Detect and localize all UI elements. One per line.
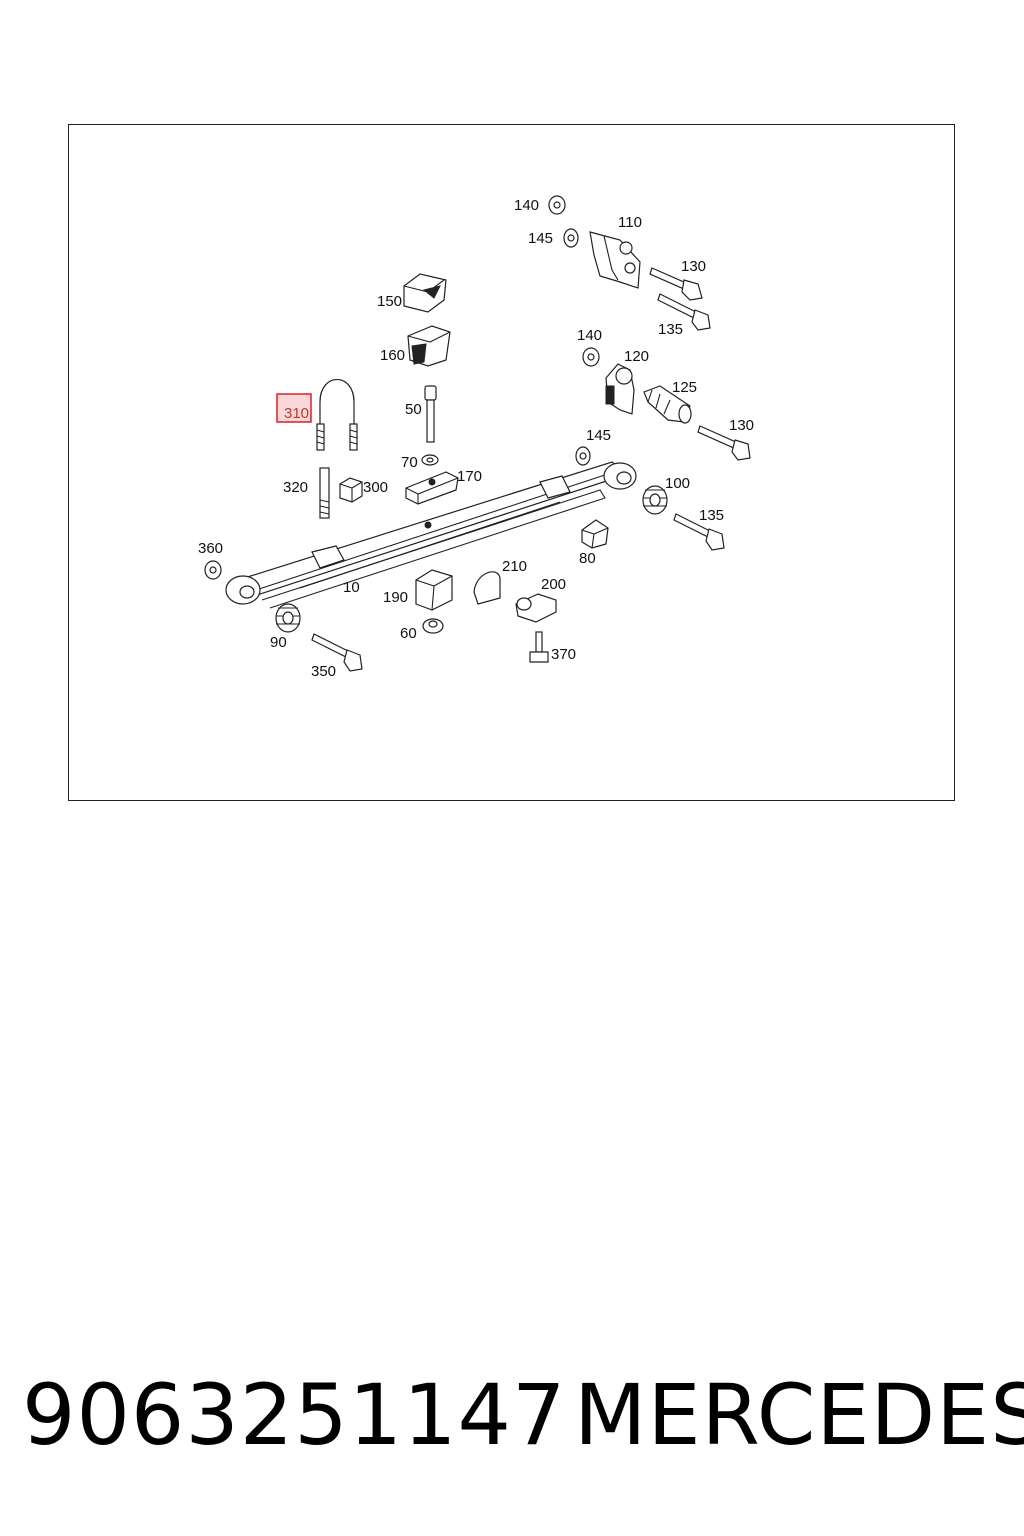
- callout-135-top: 135: [658, 321, 683, 338]
- callout-320: 320: [283, 479, 308, 496]
- part-number: 9063251147: [22, 1366, 567, 1464]
- callout-350: 350: [311, 663, 336, 680]
- diagram-frame: [68, 124, 955, 801]
- bushing-90: [275, 603, 301, 633]
- bolt-50: [424, 385, 437, 443]
- washer-145-top: [563, 228, 579, 248]
- brand-name: MERCEDES: [574, 1366, 1024, 1464]
- stud-320: [319, 467, 330, 519]
- callout-120: 120: [624, 348, 649, 365]
- washer-140-mid: [582, 347, 600, 367]
- block-190: [415, 569, 453, 611]
- washer-145-mid: [575, 446, 591, 466]
- clamp-200: [515, 593, 557, 623]
- callout-60: 60: [400, 625, 417, 642]
- callout-140-top: 140: [514, 197, 539, 214]
- nut-60: [422, 618, 444, 634]
- callout-100: 100: [665, 475, 690, 492]
- callout-130-top: 130: [681, 258, 706, 275]
- bump-stop-150: [403, 273, 447, 313]
- bolt-130-mid: [697, 425, 751, 461]
- washer-360: [204, 560, 222, 580]
- callout-170: 170: [457, 468, 482, 485]
- bushing-100: [642, 485, 668, 515]
- callout-50: 50: [405, 401, 422, 418]
- washer-70: [421, 454, 439, 466]
- shackle-120: [605, 363, 635, 415]
- callout-70: 70: [401, 454, 418, 471]
- highlight-box-310: [276, 393, 312, 423]
- washer-140-top: [548, 195, 566, 215]
- leaf-spring: [225, 461, 637, 609]
- parts-diagram: 140 145 110 130 135 150 160 50 310 320 3…: [198, 195, 754, 680]
- bolt-135-top: [657, 293, 711, 331]
- bolt-130-top: [649, 267, 703, 301]
- callout-200: 200: [541, 576, 566, 593]
- callout-90: 90: [270, 634, 287, 651]
- callout-labels: 140 145 110 130 135 150 160 50 310 320 3…: [198, 197, 754, 680]
- callout-125: 125: [672, 379, 697, 396]
- plate-170: [405, 471, 459, 505]
- clip-80: [581, 519, 609, 549]
- bracket-210: [473, 571, 501, 605]
- callout-130-mid: 130: [729, 417, 754, 434]
- callout-210: 210: [502, 558, 527, 575]
- callout-160: 160: [380, 347, 405, 364]
- callout-140-mid: 140: [577, 327, 602, 344]
- callout-190: 190: [383, 589, 408, 606]
- callout-300: 300: [363, 479, 388, 496]
- callout-145-top: 145: [528, 230, 553, 247]
- bolt-135-mid: [673, 513, 725, 551]
- front-hanger-bracket: [589, 231, 641, 289]
- bushing-125: [643, 385, 692, 424]
- u-bolt-310: [316, 378, 358, 451]
- callout-370: 370: [551, 646, 576, 663]
- callout-360: 360: [198, 540, 223, 557]
- callout-10: 10: [343, 579, 360, 596]
- spacer-block-160: [407, 325, 451, 367]
- bolt-350: [311, 633, 363, 672]
- callout-310[interactable]: 310: [284, 405, 309, 422]
- nut-300: [339, 477, 363, 503]
- callout-80: 80: [579, 550, 596, 567]
- bolt-370: [529, 631, 549, 663]
- callout-150: 150: [377, 293, 402, 310]
- callout-145-mid: 145: [586, 427, 611, 444]
- callout-110: 110: [618, 214, 642, 231]
- callout-135-mid: 135: [699, 507, 724, 524]
